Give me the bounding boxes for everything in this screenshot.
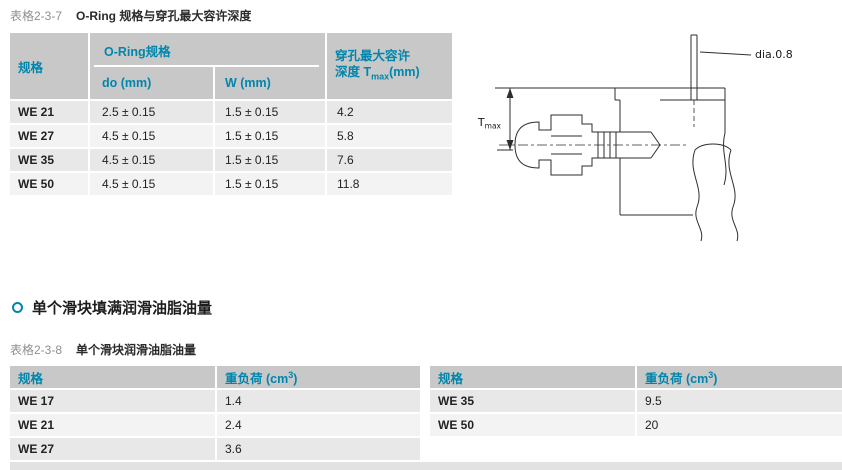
qty-pre: 重负荷 (cm bbox=[645, 371, 709, 386]
tmax-label-sub: max bbox=[485, 122, 502, 131]
t1-do-cell: 2.5 ± 0.15 bbox=[88, 99, 213, 123]
table1-caption: 表格2-3-7 O-Ring 规格与穿孔最大容许深度 bbox=[10, 7, 251, 24]
t1-header-w: W (mm) bbox=[213, 67, 325, 99]
t1-tmax-cell: 4.2 bbox=[325, 99, 452, 123]
t2a-header-spec: 规格 bbox=[10, 366, 215, 388]
table1-tag: 表格2-3-7 bbox=[10, 9, 63, 23]
section-heading-text: 单个滑块填满润滑油脂油量 bbox=[32, 300, 213, 317]
oring-table: 规格 O-Ring规格 do (mm) W (mm) 穿孔最大容许 深度 Tma… bbox=[10, 33, 452, 195]
cut-off-row bbox=[10, 462, 842, 470]
t1-w-cell: 1.5 ± 0.15 bbox=[213, 171, 325, 195]
table2-caption: 表格2-3-8 单个滑块润滑油脂油量 bbox=[10, 341, 196, 358]
t2a-qty-cell: 1.4 bbox=[215, 388, 420, 412]
table2-title: 单个滑块润滑油脂油量 bbox=[76, 343, 197, 357]
t1-depth-sub: max bbox=[371, 71, 390, 82]
t1-spec-cell: WE 21 bbox=[10, 99, 88, 123]
t1-depth-pre: 深度 T bbox=[335, 64, 372, 79]
t1-w-cell: 1.5 ± 0.15 bbox=[213, 147, 325, 171]
t1-w-cell: 1.5 ± 0.15 bbox=[213, 99, 325, 123]
t1-header-depth-line2: 深度 Tmax(mm) bbox=[335, 64, 420, 85]
t1-header-do: do (mm) bbox=[88, 67, 213, 99]
section-heading: 单个滑块填满润滑油脂油量 bbox=[12, 297, 212, 318]
t2a-qty-cell: 3.6 bbox=[215, 436, 420, 460]
section-bullet-icon bbox=[12, 302, 23, 313]
t2a-qty-label: 重负荷 (cm3) bbox=[225, 368, 297, 387]
technical-drawing: Tmax dia.0.8 bbox=[477, 34, 793, 242]
dimension-arrow-up bbox=[506, 88, 514, 98]
grease-table-right: 规格 重负荷 (cm3) WE 35 9.5 WE 50 20 bbox=[430, 366, 842, 436]
table1-title: O-Ring 规格与穿孔最大容许深度 bbox=[76, 9, 252, 23]
t2b-header-spec: 规格 bbox=[430, 366, 635, 388]
t1-do-cell: 4.5 ± 0.15 bbox=[88, 123, 213, 147]
t2a-spec-cell: WE 27 bbox=[10, 436, 215, 460]
t2a-qty-cell: 2.4 bbox=[215, 412, 420, 436]
t1-tmax-cell: 7.6 bbox=[325, 147, 452, 171]
t2b-qty-cell: 20 bbox=[635, 412, 842, 436]
t2a-header-qty: 重负荷 (cm3) bbox=[215, 366, 420, 388]
t2b-header-qty: 重负荷 (cm3) bbox=[635, 366, 842, 388]
pin-diameter-label: dia.0.8 bbox=[755, 48, 793, 61]
t2b-spec-cell: WE 50 bbox=[430, 412, 635, 436]
qty-pre: 重负荷 (cm bbox=[225, 371, 289, 386]
t1-tmax-cell: 11.8 bbox=[325, 171, 452, 195]
table2-tag: 表格2-3-8 bbox=[10, 343, 63, 357]
t1-spec-cell: WE 35 bbox=[10, 147, 88, 171]
t2a-spec-cell: WE 21 bbox=[10, 412, 215, 436]
t1-header-oring-label: O-Ring规格 bbox=[104, 44, 171, 59]
qty-sup: 3 bbox=[288, 369, 294, 380]
t1-tmax-cell: 5.8 bbox=[325, 123, 452, 147]
t1-header-depth: 穿孔最大容许 深度 Tmax(mm) bbox=[325, 33, 452, 99]
t2b-qty-label: 重负荷 (cm3) bbox=[645, 368, 717, 387]
t1-do-cell: 4.5 ± 0.15 bbox=[88, 171, 213, 195]
t1-depth-post: (mm) bbox=[389, 64, 420, 79]
t1-spec-cell: WE 50 bbox=[10, 171, 88, 195]
tmax-dimension-label: Tmax bbox=[477, 116, 502, 131]
qty-sup: 3 bbox=[708, 369, 714, 380]
grease-table-left: 规格 重负荷 (cm3) WE 17 1.4 WE 21 2.4 WE 27 3… bbox=[10, 366, 420, 460]
dimension-arrow-down bbox=[506, 140, 514, 150]
t2b-qty-cell: 9.5 bbox=[635, 388, 842, 412]
tmax-label-main: T bbox=[477, 116, 485, 129]
oring-depth-diagram: Tmax dia.0.8 bbox=[455, 5, 842, 243]
t2a-spec-cell: WE 17 bbox=[10, 388, 215, 412]
t1-header-oring-group: O-Ring规格 bbox=[88, 33, 325, 67]
qty-post: ) bbox=[293, 371, 298, 386]
t1-w-cell: 1.5 ± 0.15 bbox=[213, 123, 325, 147]
t1-header-spec: 规格 bbox=[10, 33, 88, 99]
t1-spec-cell: WE 27 bbox=[10, 123, 88, 147]
qty-post: ) bbox=[713, 371, 718, 386]
t1-do-cell: 4.5 ± 0.15 bbox=[88, 147, 213, 171]
t1-header-depth-line1: 穿孔最大容许 bbox=[335, 48, 411, 63]
t2b-spec-cell: WE 35 bbox=[430, 388, 635, 412]
